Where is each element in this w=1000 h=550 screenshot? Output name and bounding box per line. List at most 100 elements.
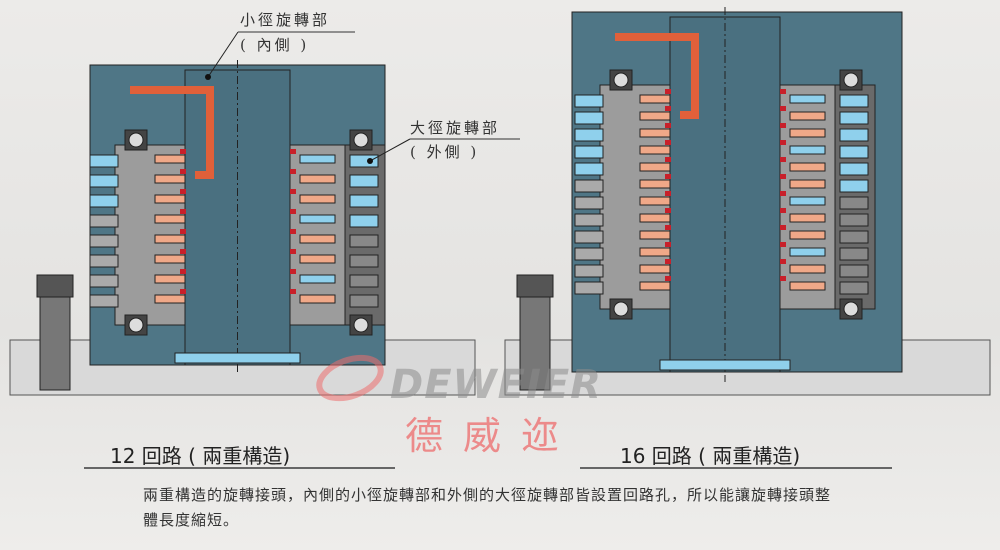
callout-outer-title: 大徑旋轉部 xyxy=(410,119,501,137)
seal-ring xyxy=(665,174,671,179)
seal-ring xyxy=(780,225,786,230)
side-port xyxy=(574,247,604,261)
inner-channel xyxy=(154,214,186,224)
side-port xyxy=(574,213,604,227)
bearing-ball xyxy=(613,72,629,88)
seal-ring xyxy=(180,269,186,274)
side-port xyxy=(89,294,119,308)
outer-channel xyxy=(789,179,826,189)
16-circuit-rotary-joint xyxy=(504,7,991,396)
bearing-ball xyxy=(353,317,369,333)
seal-ring xyxy=(665,242,671,247)
outer-channel xyxy=(299,234,336,244)
caption-16-circuit: 16 回路 ( 兩重構造) xyxy=(620,444,801,468)
seal-ring xyxy=(780,106,786,111)
hot-oil-channel xyxy=(130,86,214,179)
inner-channel xyxy=(154,234,186,244)
outer-port xyxy=(839,196,869,210)
outer-port xyxy=(839,247,869,261)
inner-channel xyxy=(639,94,671,104)
seal-ring xyxy=(780,208,786,213)
inner-channel xyxy=(154,194,186,204)
seal-ring xyxy=(290,169,296,174)
outer-port xyxy=(349,274,379,288)
inner-channel xyxy=(639,281,671,291)
seal-ring xyxy=(180,209,186,214)
seal-ring xyxy=(780,191,786,196)
outer-channel xyxy=(299,154,336,164)
outer-port xyxy=(839,230,869,244)
seal-ring xyxy=(665,276,671,281)
bolt-head xyxy=(516,274,554,298)
outer-port xyxy=(839,281,869,295)
seal-ring xyxy=(180,189,186,194)
outer-port xyxy=(349,194,379,208)
side-port xyxy=(574,128,604,142)
seal-ring xyxy=(780,276,786,281)
callout-inner-subtitle: ( 內側 ) xyxy=(240,36,310,54)
seal-ring xyxy=(780,140,786,145)
seal-ring xyxy=(780,157,786,162)
seal-ring xyxy=(180,289,186,294)
caption-12-circuit: 12 回路 ( 兩重構造) xyxy=(110,444,291,468)
callout-dot-outer xyxy=(367,158,373,164)
outer-channel xyxy=(299,214,336,224)
outer-port xyxy=(349,234,379,248)
outer-channel xyxy=(789,230,826,240)
inner-channel xyxy=(639,230,671,240)
outer-channel xyxy=(789,111,826,121)
brand-name: 德威迩 xyxy=(405,414,580,458)
outer-port xyxy=(839,264,869,278)
inner-channel xyxy=(639,145,671,155)
bearing-ball xyxy=(128,317,144,333)
outer-channel xyxy=(789,145,826,155)
side-port xyxy=(574,264,604,278)
outer-channel xyxy=(299,174,336,184)
outer-port xyxy=(839,145,869,159)
seal-ring xyxy=(780,242,786,247)
logo-swoosh-icon xyxy=(316,354,384,402)
inner-channel xyxy=(154,154,186,164)
inner-channel xyxy=(639,179,671,189)
callout-leader-outer xyxy=(369,138,411,162)
outer-channel xyxy=(789,94,826,104)
outer-channel xyxy=(299,194,336,204)
side-port xyxy=(574,145,604,159)
outer-port xyxy=(839,111,869,125)
outer-channel xyxy=(789,281,826,291)
caption-rule-left xyxy=(84,467,395,469)
callout-inner-title: 小徑旋轉部 xyxy=(240,11,331,29)
inner-channel xyxy=(154,274,186,284)
outer-port xyxy=(349,174,379,188)
side-port xyxy=(89,254,119,268)
seal-ring xyxy=(665,259,671,264)
seal-ring xyxy=(780,123,786,128)
seal-ring xyxy=(780,174,786,179)
hot-oil-channel xyxy=(615,33,699,119)
side-port xyxy=(89,274,119,288)
outer-channel xyxy=(789,264,826,274)
caption-rule-right xyxy=(580,467,892,469)
seal-ring xyxy=(665,106,671,111)
seal-ring xyxy=(290,289,296,294)
seal-ring xyxy=(180,149,186,154)
inner-channel xyxy=(154,254,186,264)
outer-channel xyxy=(299,254,336,264)
seal-ring xyxy=(665,208,671,213)
side-port xyxy=(574,111,604,125)
outer-channel xyxy=(789,128,826,138)
seal-ring xyxy=(665,140,671,145)
side-port xyxy=(89,234,119,248)
12-circuit-rotary-joint xyxy=(9,60,476,396)
outer-port xyxy=(349,214,379,228)
seal-ring xyxy=(290,249,296,254)
outer-channel xyxy=(789,162,826,172)
side-port xyxy=(89,154,119,168)
outer-port xyxy=(839,128,869,142)
outer-channel xyxy=(789,196,826,206)
seal-ring xyxy=(665,191,671,196)
outer-port xyxy=(349,154,379,168)
bearing-ball xyxy=(353,132,369,148)
bolt-head xyxy=(36,274,74,298)
